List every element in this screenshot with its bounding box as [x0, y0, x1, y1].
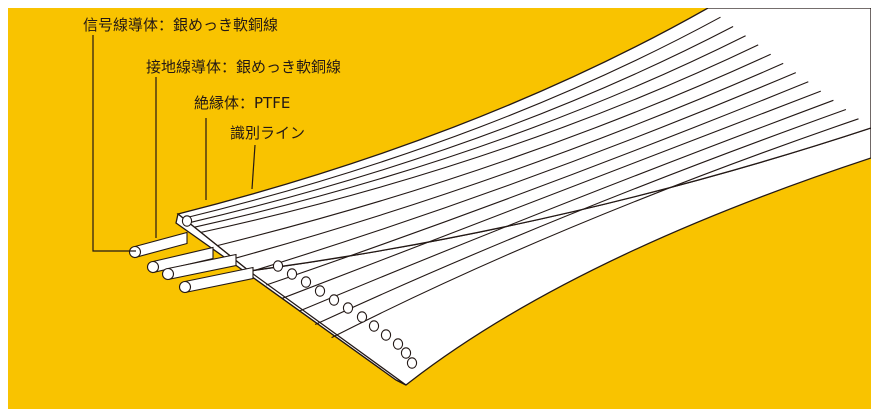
ridge-line [217, 53, 771, 247]
cable-top-surface [176, 8, 871, 272]
conductor-end-circle [400, 347, 412, 359]
diagram-canvas: 信号線導体：銀めっき軟銅線 接地線導体：銀めっき軟銅線 絶縁体：PTFE 識別ラ… [8, 8, 871, 409]
exposed-conductor-wire [128, 231, 188, 259]
leader-signal-conductor [92, 35, 136, 252]
exposed-conductor-wires [128, 231, 254, 294]
ridge-line [183, 16, 721, 219]
label-identification-line: 識別ライン [230, 124, 306, 142]
conductor-end-circle [368, 320, 380, 332]
conductor-end-circle [380, 329, 392, 341]
leader-identification-line [251, 144, 256, 190]
conductor-wire-end [161, 267, 175, 281]
exposed-conductor-wire [146, 246, 214, 274]
conductor-end-circle [356, 311, 368, 323]
ridge-line [331, 118, 859, 339]
label-signal-conductor: 信号線導体：銀めっき軟銅線 [83, 16, 279, 34]
label-insulator: 絶縁体：PTFE [194, 94, 291, 112]
ridge-line [249, 72, 797, 273]
conductor-wire-end [146, 260, 160, 274]
conductor-wire-body [134, 231, 188, 259]
flat-ribbon-cable [128, 8, 871, 386]
ridge-line [188, 26, 734, 224]
ridge-line [200, 44, 759, 233]
ridge-line [266, 81, 809, 286]
conductor-end-circle [328, 294, 340, 306]
conductor-end-circle [406, 357, 418, 369]
label-ground-conductor: 接地線導体：銀めっき軟銅線 [146, 58, 342, 76]
conductor-end-circle [392, 338, 404, 350]
conductor-end-circle [286, 268, 298, 280]
exposed-conductor-wire [178, 266, 254, 294]
ridge-line [298, 99, 834, 312]
leader-lines [92, 35, 256, 252]
conductor-wire-end [128, 245, 142, 259]
ridge-line [314, 108, 847, 325]
conductor-end-circle [272, 260, 284, 272]
ridge-line [233, 62, 784, 260]
conductor-end-circle [300, 276, 312, 288]
conductor-end-circle [181, 215, 193, 227]
flat-cable-diagram [92, 8, 871, 386]
exposed-conductor-wire [161, 253, 237, 281]
conductor-end-circles [181, 215, 418, 369]
ridge-line [194, 35, 746, 228]
conductor-end-circle [314, 285, 326, 297]
conductor-wire-end [178, 280, 192, 294]
conductor-end-circle [342, 302, 354, 314]
